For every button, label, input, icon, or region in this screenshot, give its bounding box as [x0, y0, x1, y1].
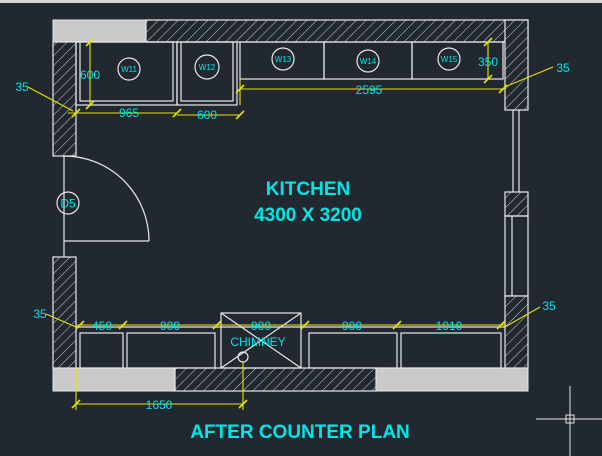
dim-w12-tick-right: [235, 110, 245, 120]
bottom-wall: [174, 367, 377, 392]
cabinet-w14-label: W14: [360, 57, 377, 66]
base-cabinet-4: [400, 332, 502, 369]
door-d5: D5: [56, 155, 150, 257]
dim-w15-tick-top: [483, 37, 493, 47]
dim-base-tick-5: [496, 320, 506, 330]
chimney-cross-2: [220, 312, 302, 369]
walls: [52, 19, 529, 392]
left-wall-lower: [52, 256, 77, 369]
cabinet-w13-label: W13: [275, 55, 292, 64]
cabinet-w12-label: W12: [199, 63, 216, 72]
dim-base-2: 900: [160, 319, 180, 333]
cabinet-w15-tag: [437, 47, 461, 71]
dim-w11-tick-right: [172, 108, 182, 118]
plan-title: AFTER COUNTER PLAN: [190, 422, 410, 443]
dim-bottom-right-leader: [504, 306, 541, 328]
window-top-edge: [0, 0, 602, 3]
cabinet-w12: [176, 41, 238, 106]
base-cabinet-1: [79, 332, 124, 369]
dim-w11-depth-tick-top: [85, 37, 95, 47]
dim-w12-width: 600: [197, 108, 217, 122]
cabinet-w12-inner: [180, 41, 234, 102]
dim-bottom-left-leader: [45, 313, 77, 328]
right-wall-upper: [504, 19, 529, 111]
base-cabinet-3: [308, 332, 398, 369]
dim-base-tick-2: [212, 320, 222, 330]
dim-chimney-tick-right: [238, 399, 248, 409]
chimney-box: [220, 312, 302, 369]
top-wall: [145, 19, 529, 43]
dim-base-tick-4: [392, 320, 402, 330]
dim-base-tick-0: [75, 320, 85, 330]
dim-w11-depth: 600: [80, 68, 100, 82]
right-wall-lower: [504, 295, 529, 369]
dim-base-tick-1: [118, 320, 128, 330]
dim-chimney-offset: 1650: [146, 398, 173, 412]
room-name: KITCHEN: [266, 179, 350, 200]
dim-top-right-leader: [506, 66, 554, 87]
cabinet-w15-label: W15: [441, 55, 458, 64]
chimney-label: CHIMNEY: [230, 335, 285, 349]
dim-bottom-left-offset: 35: [33, 307, 47, 321]
bottom-wall-opening-left: [52, 367, 176, 392]
cabinet-w14-tag: [356, 49, 380, 73]
base-cabinet-2: [126, 332, 216, 369]
dim-w11-depth-tick-bottom: [85, 100, 95, 110]
dim-w11-tick-left: [71, 108, 81, 118]
cabinet-w11-tag: [117, 57, 141, 81]
dim-top-left-offset: 35: [15, 80, 29, 94]
dim-w11-width: 965: [119, 106, 139, 120]
crosshair-cursor-icon: [536, 386, 602, 456]
room-size: 4300 X 3200: [254, 205, 362, 226]
door-tag-circle: [56, 191, 80, 215]
dim-base-5: 1010: [436, 319, 463, 333]
wall-cabinets: W11 W12 W13 W14 W15: [75, 41, 504, 106]
door-tag-label: D5: [60, 197, 76, 211]
cabinet-w11-label: W11: [121, 65, 137, 74]
dim-w15-depth: 350: [478, 55, 498, 69]
dim-chimney-tick-left: [71, 399, 81, 409]
cabinet-w11-inner: [79, 41, 174, 102]
cabinet-w15: [411, 41, 504, 80]
left-wall-upper: [52, 41, 77, 157]
dim-bottom-right-offset: 35: [542, 299, 556, 313]
dim-upper-run: 2595: [356, 83, 383, 97]
dim-upper-run-tick-right: [498, 84, 508, 94]
bottom-wall-opening-right: [375, 367, 529, 392]
dimensions: 600 965 600 2595 350 35 35 35 35: [15, 37, 570, 412]
dim-base-1: 450: [92, 319, 112, 333]
dim-top-right-offset: 35: [556, 61, 570, 75]
cabinet-w12-tag: [194, 54, 220, 80]
door-swing-arc: [63, 155, 150, 242]
dim-top-left-leader: [27, 86, 74, 112]
dim-base-tick-3: [300, 320, 310, 330]
dim-base-3: 900: [251, 319, 271, 333]
cabinet-w13-tag: [271, 47, 295, 71]
dim-w15-tick-bottom: [483, 74, 493, 84]
right-window-frame: [504, 215, 529, 297]
base-counter: CHIMNEY: [76, 312, 505, 369]
dim-base-4: 900: [342, 319, 362, 333]
right-wall-mid: [504, 191, 529, 217]
top-wall-opening-left: [52, 19, 147, 43]
